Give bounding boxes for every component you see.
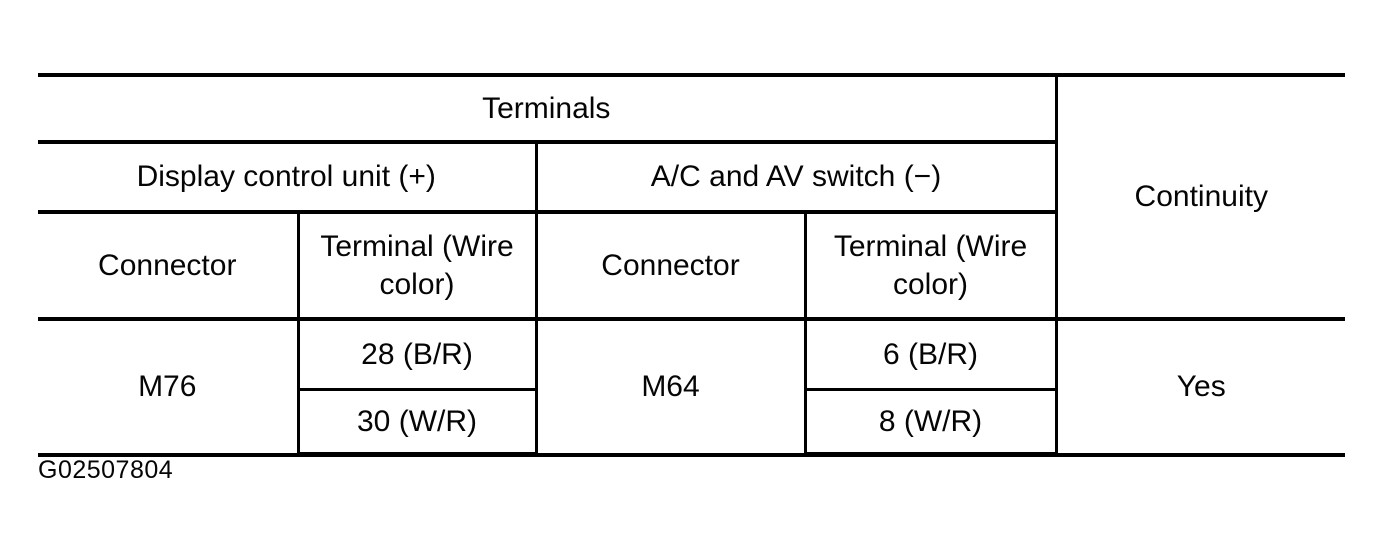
cell-continuity-value: Yes <box>1054 317 1345 457</box>
cell-switch-terminal-2: 8 (W/R) <box>803 388 1058 457</box>
table-row: M76 28 (B/R) M64 6 (B/R) Yes <box>38 317 1345 457</box>
group-header-display-control-unit: Display control unit (+) <box>38 140 538 214</box>
figure-id-caption: G02507804 <box>38 456 174 484</box>
table-row: Display control unit (+) A/C and AV swit… <box>38 140 1345 214</box>
cell-display-terminal-1: 28 (B/R) <box>296 317 538 391</box>
terminals-header: Terminals <box>38 73 1058 144</box>
cell-switch-connector: M64 <box>534 317 807 457</box>
group-header-ac-av-switch: A/C and AV switch (−) <box>534 140 1058 214</box>
table-row: Connector Terminal (Wire color) Connecto… <box>38 210 1345 321</box>
cell-display-connector: M76 <box>38 317 300 457</box>
table-row: 30 (W/R) 8 (W/R) <box>38 388 1345 457</box>
cell-display-terminal-2: 30 (W/R) <box>296 388 538 457</box>
cell-switch-terminal-1: 6 (B/R) <box>803 317 1058 391</box>
continuity-header: Continuity <box>1054 73 1345 321</box>
column-header-terminal-display: Terminal (Wire color) <box>296 210 538 321</box>
column-header-connector-display: Connector <box>38 210 300 321</box>
column-header-connector-switch: Connector <box>534 210 807 321</box>
continuity-check-table: Terminals Continuity Display control uni… <box>38 73 1345 457</box>
column-header-terminal-switch: Terminal (Wire color) <box>803 210 1058 321</box>
table-row: Terminals Continuity <box>38 73 1345 321</box>
